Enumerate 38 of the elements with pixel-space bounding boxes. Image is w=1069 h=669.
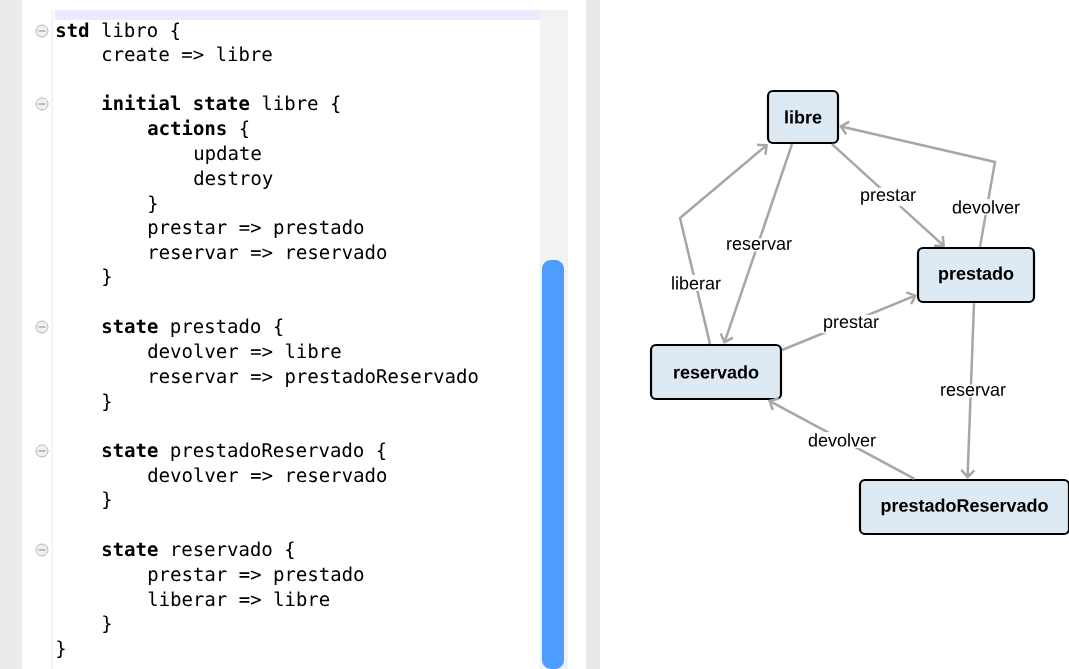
state-box: libre	[766, 89, 840, 145]
arrow	[678, 143, 768, 345]
code-line: destroy	[194, 170, 273, 189]
code-line: }	[57, 640, 65, 659]
code-line: }	[103, 268, 111, 287]
arrow	[960, 303, 976, 479]
code-line: devolver => reservado	[148, 467, 387, 483]
edge-label: reservar	[938, 384, 1008, 398]
code-line: state prestado {	[102, 318, 283, 337]
code-line: std libro {	[56, 22, 179, 41]
code-line: create => libre	[103, 46, 272, 62]
code-line: prestar => prestado	[148, 566, 364, 585]
code-line: devolver => libre	[148, 343, 341, 359]
code-line: actions {	[148, 119, 249, 139]
code-line: reservar => reservado	[150, 244, 387, 260]
code-line: }	[103, 393, 111, 412]
arrow	[839, 120, 997, 248]
code-line: liberar => libre	[148, 591, 330, 607]
edge-label: prestar	[858, 187, 918, 207]
code-line: }	[149, 195, 157, 214]
arrow	[831, 143, 945, 247]
code-line: }	[103, 615, 111, 634]
code-line: initial state libre {	[102, 94, 340, 114]
code-line: reservar => prestadoReservado	[150, 368, 478, 387]
state-box: prestadoReservado	[858, 478, 1069, 536]
edge-label: liberar	[669, 274, 723, 292]
edge-label: prestar	[821, 314, 881, 334]
code-line: state reservado {	[102, 541, 294, 560]
state-box: reservado	[649, 343, 783, 401]
edge-label: devolver	[806, 431, 878, 449]
state-box: prestado	[916, 246, 1036, 304]
code-line: }	[103, 491, 111, 510]
edge-label: reservar	[724, 238, 794, 252]
code-line: state prestadoReservado {	[102, 442, 386, 461]
code-line: update	[195, 145, 261, 164]
arrow	[719, 143, 794, 344]
code-line: prestar => prestado	[148, 219, 364, 238]
edge-label: devolver	[950, 198, 1022, 216]
